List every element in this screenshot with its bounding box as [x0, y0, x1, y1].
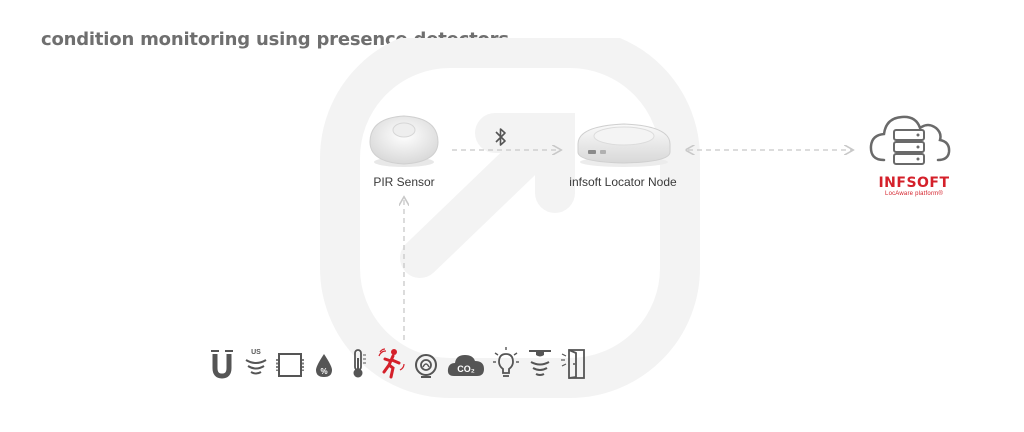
watermark-logo [320, 38, 700, 398]
motion-person-icon [378, 348, 405, 379]
ultrasonic-icon: US [245, 349, 267, 375]
ceiling-sensor-icon [529, 350, 551, 376]
smoke-detector-icon [415, 354, 437, 378]
light-bulb-icon [493, 347, 519, 377]
cloud-server-icon [869, 115, 951, 165]
sensor-icon-row: US % CO₂ [208, 346, 588, 380]
humidity-label: % [320, 367, 327, 376]
thermometer-icon [353, 349, 366, 378]
brand-subtitle: LocAware platform® [885, 191, 943, 197]
pir-sensor-device [369, 115, 439, 167]
window-contact-icon [276, 353, 304, 377]
door-icon [561, 349, 585, 379]
locator-node-device [577, 123, 671, 167]
platform-brand: INFSOFT LocAware platform® [872, 176, 956, 197]
humidity-icon: % [316, 354, 332, 377]
magnet-icon [211, 350, 233, 379]
locator-node-label: infsoft Locator Node [569, 175, 677, 189]
brand-name: INFSOFT [878, 175, 950, 191]
co2-label: CO₂ [457, 364, 475, 374]
bluetooth-icon [495, 128, 506, 146]
pir-sensor-label: PIR Sensor [373, 175, 435, 189]
co2-cloud-icon: CO₂ [447, 355, 484, 376]
ultrasonic-label: US [251, 349, 261, 356]
